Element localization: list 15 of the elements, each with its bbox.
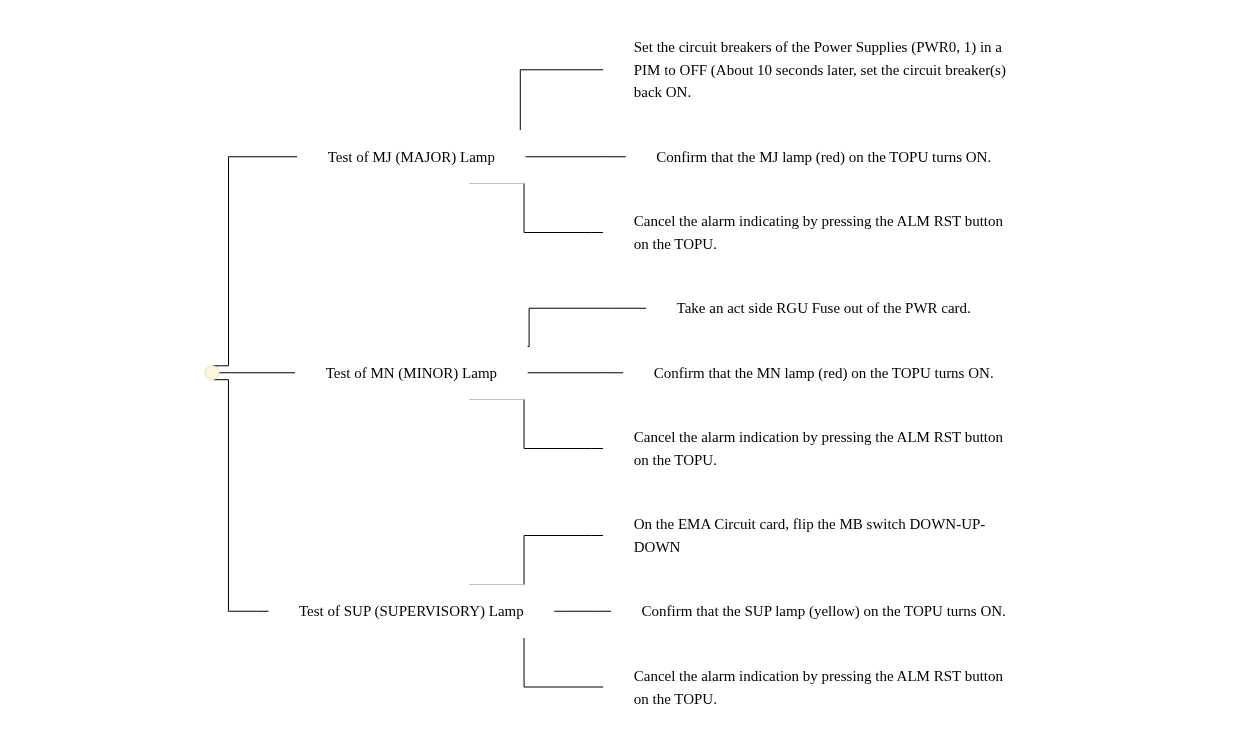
- node-text: Confirm that the MN lamp (red) on the TOPU turns ON.: [653, 364, 994, 381]
- connector: [524, 156, 627, 157]
- node-text: Set the circuit breakers of the Power Supplies (PWR0, 1) in a PIM to OFF (About 10 seconds later, set the circuit breaker(s) back ON.: [633, 38, 1007, 100]
- node-text: Confirm that the SUP lamp (yellow) on the TOPU turns ON.: [641, 602, 1007, 619]
- node-text: On the EMA Circuit card, flip the MB switch DOWN-UP-DOWN: [633, 515, 986, 555]
- connector: [218, 372, 297, 373]
- node-text: Cancel the alarm indicating by pressing the ALM RST button on the TOPU.: [633, 212, 1004, 252]
- connector: [553, 610, 613, 612]
- node-text: Confirm that the MJ lamp (red) on the TOPU turns ON.: [656, 148, 992, 165]
- connector: [526, 372, 625, 373]
- connector: [212, 378, 270, 612]
- node-text: Cancel the alarm indication by pressing the ALM RST button on the TOPU.: [633, 428, 1004, 468]
- connector: [212, 156, 299, 367]
- node-text: Cancel the alarm indication by pressing the ALM RST button on the TOPU.: [633, 667, 1004, 706]
- node-text: Take an act side RGU Fuse out of the PWR card.: [676, 299, 972, 316]
